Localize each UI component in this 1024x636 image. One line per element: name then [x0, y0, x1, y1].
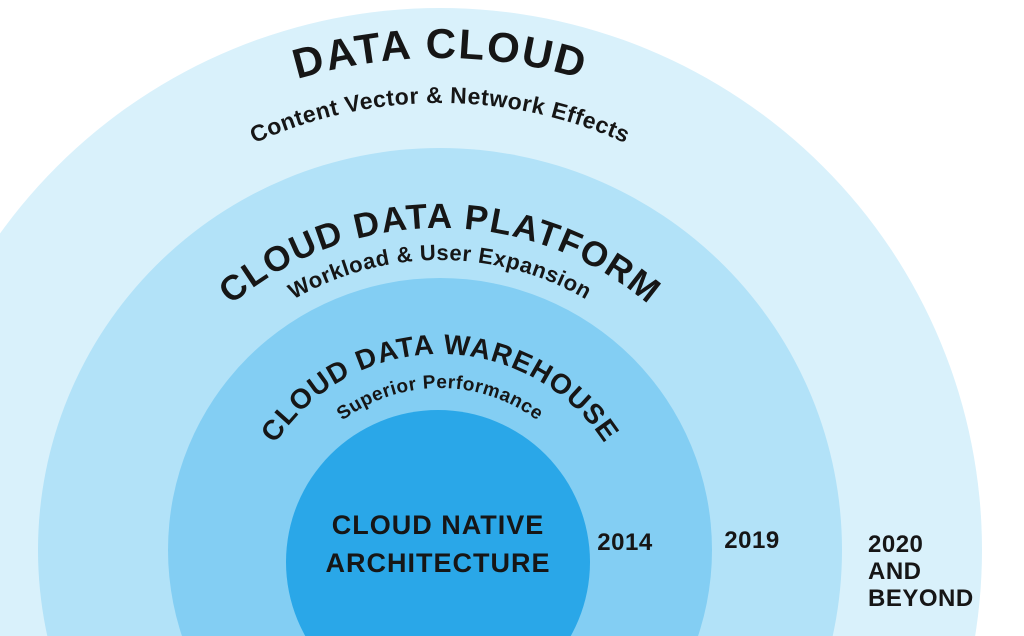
year-label-and: AND: [868, 558, 922, 585]
circle-cloud-native-architecture: [286, 410, 590, 636]
year-label-2020: 2020: [868, 531, 923, 558]
year-label-2019: 2019: [724, 527, 779, 554]
core-title-line1: CLOUD NATIVE: [332, 510, 545, 540]
year-label-beyond: BEYOND: [868, 585, 974, 612]
core-title-line2: ARCHITECTURE: [326, 548, 551, 578]
year-label-2014: 2014: [597, 529, 653, 556]
